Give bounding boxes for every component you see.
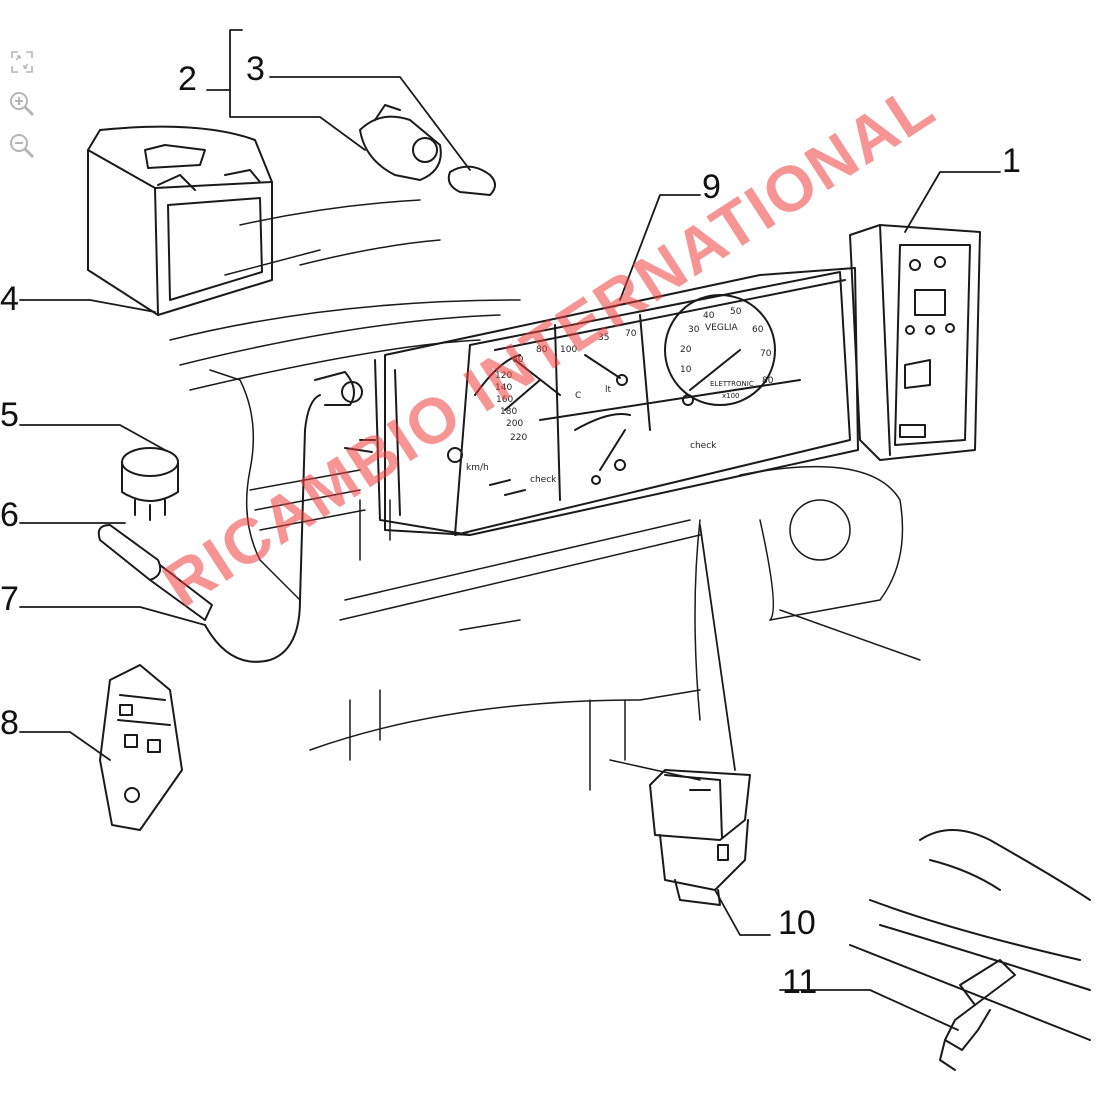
speed-tick-7: 180 xyxy=(500,407,517,417)
part-8-bracket xyxy=(99,664,183,831)
callout-8: 8 xyxy=(0,704,19,742)
speed-tick-4: 120 xyxy=(495,371,512,381)
fuel-tick-2: 70 xyxy=(625,329,637,339)
electronic-label: ELETTRONIC xyxy=(710,380,754,388)
speed-tick-1: 60 xyxy=(512,355,524,365)
speed-tick-2: 80 xyxy=(536,345,548,355)
callout-5: 5 xyxy=(0,396,19,434)
tach-scale-label: x100 xyxy=(722,392,740,400)
part-7-cable xyxy=(204,371,363,663)
callout-2: 2 xyxy=(178,60,197,98)
rpm-tick-5: 50 xyxy=(730,307,742,317)
callout-9: 9 xyxy=(702,168,721,206)
part-2-bulb-holder xyxy=(359,104,442,181)
callout-11: 11 xyxy=(782,963,818,1001)
callout-7: 7 xyxy=(0,580,19,618)
rpm-tick-2: 20 xyxy=(680,345,692,355)
part-11-lever-sensor xyxy=(849,829,1091,1071)
viewer-toolbar xyxy=(4,44,44,170)
callout-6: 6 xyxy=(0,496,19,534)
callout-4: 4 xyxy=(0,280,19,318)
callout-3: 3 xyxy=(246,50,265,88)
rpm-tick-3: 30 xyxy=(688,325,700,335)
rpm-tick-8: 80 xyxy=(762,376,774,386)
fuel-tick-1: 35 xyxy=(598,333,609,343)
leader-lines xyxy=(19,29,1001,1031)
zoom-out-button[interactable] xyxy=(4,128,40,164)
part-5-buzzer xyxy=(121,447,179,521)
callout-1: 1 xyxy=(1002,142,1021,180)
part-3-bulb xyxy=(447,165,496,196)
zoom-in-button[interactable] xyxy=(4,86,40,122)
rpm-tick-4: 40 xyxy=(703,311,715,321)
check-label: check xyxy=(530,475,557,485)
speed-tick-9: 220 xyxy=(510,433,527,443)
temp-cold-label: C xyxy=(575,391,581,401)
check-panel-label: check xyxy=(690,441,717,451)
callout-10: 10 xyxy=(778,904,816,942)
rpm-tick-1: 10 xyxy=(680,365,692,375)
zoom-in-icon xyxy=(10,92,35,117)
fit-screen-button[interactable] xyxy=(4,44,40,80)
rpm-tick-6: 60 xyxy=(752,325,764,335)
fuel-level-label: lt xyxy=(605,385,612,395)
part-1-warning-panel xyxy=(849,224,981,461)
speed-tick-3: 100 xyxy=(560,345,577,355)
fit-screen-icon xyxy=(11,51,33,73)
zoom-out-icon xyxy=(10,134,35,159)
speed-tick-8: 200 xyxy=(506,419,523,429)
rpm-tick-7: 70 xyxy=(760,349,772,359)
speed-tick-5: 140 xyxy=(495,383,512,393)
speed-tick-6: 160 xyxy=(496,395,513,405)
part-6-sensor xyxy=(97,524,213,621)
part-4-housing xyxy=(87,125,273,316)
part-9-instrument-cluster xyxy=(344,267,859,536)
part-10-switch xyxy=(649,769,751,906)
speed-unit-label: km/h xyxy=(466,463,489,473)
tach-brand-label: VEGLIA xyxy=(705,323,738,333)
